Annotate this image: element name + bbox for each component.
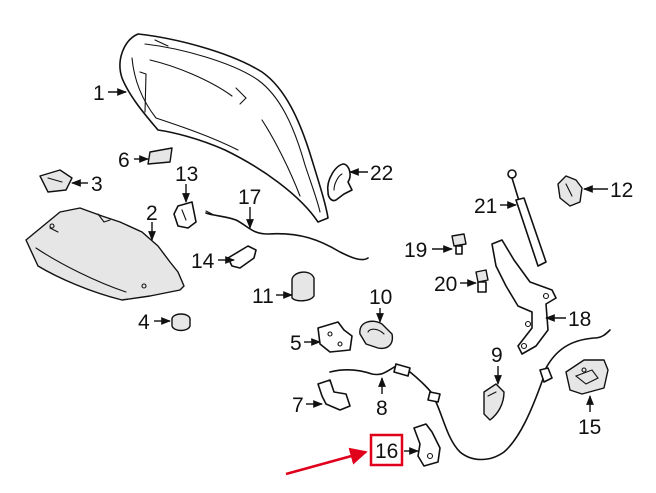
grommet-part: [359, 320, 394, 350]
callout-17: 17: [238, 186, 261, 209]
leader-lines: [71, 88, 608, 455]
bumper-part: [171, 313, 191, 332]
striker-part: [413, 423, 441, 467]
callout-5: 5: [290, 332, 302, 355]
bolt-20-part: [475, 269, 489, 293]
callout-11: 11: [252, 285, 274, 308]
bumper-stop-part: [291, 271, 315, 302]
label-part: [147, 147, 173, 165]
hood-lock-part: [565, 359, 609, 395]
callout-12: 12: [610, 179, 633, 202]
callout-19: 19: [404, 239, 427, 262]
callout-labels: 1 2 3 4 5 6 7 8 9 10 11 12 13 14 15 16 1…: [91, 82, 633, 467]
release-cable-front-part: [205, 210, 369, 261]
hood-insulator-part: [25, 207, 185, 301]
release-handle-part: [483, 383, 505, 421]
callout-14: 14: [191, 250, 215, 273]
callout-18: 18: [568, 308, 591, 331]
latch-bracket-part: [317, 379, 351, 411]
callout-20: 20: [434, 273, 457, 296]
callout-8: 8: [376, 397, 388, 420]
callout-6: 6: [118, 149, 130, 172]
callout-1: 1: [93, 82, 105, 105]
gas-strut-part: [507, 169, 547, 267]
callout-16: 16: [375, 440, 398, 463]
bolt-19-part: [451, 233, 467, 255]
callout-3: 3: [91, 173, 103, 196]
clip-13-part: [173, 201, 197, 229]
callout-2: 2: [146, 202, 158, 225]
callout-10: 10: [369, 286, 392, 309]
release-cable-main-part: [329, 329, 611, 461]
callout-7: 7: [292, 394, 304, 417]
callout-9: 9: [491, 344, 503, 367]
highlight-pointer-arrow: [285, 447, 368, 476]
bumper-12-part: [557, 175, 583, 207]
callout-4: 4: [138, 311, 150, 334]
callout-21: 21: [474, 195, 497, 218]
hood-part: [119, 33, 329, 223]
prop-clip-part: [326, 163, 353, 202]
hinge-part: [491, 239, 557, 355]
callout-15: 15: [578, 416, 601, 439]
highlight-box: [369, 433, 404, 467]
latch-part: [317, 321, 353, 353]
callout-13: 13: [175, 163, 198, 186]
callout-22: 22: [370, 162, 393, 185]
cable-clip-part: [227, 245, 257, 269]
bumper-clip-part: [39, 169, 73, 193]
